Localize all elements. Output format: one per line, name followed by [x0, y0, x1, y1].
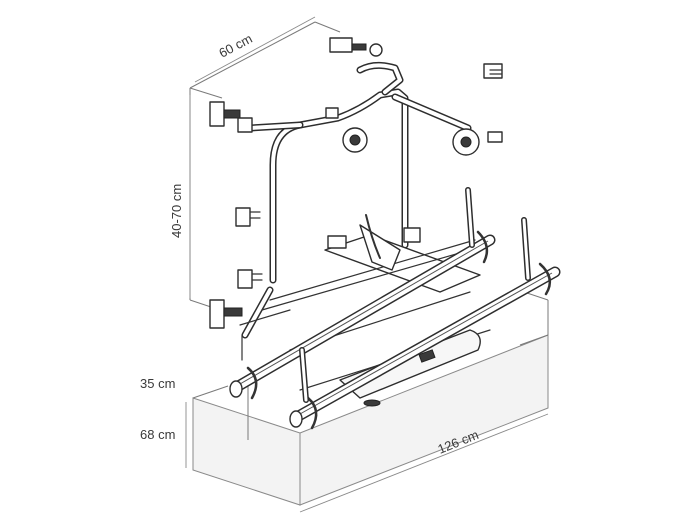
- wheel-strap-back-left: [246, 366, 258, 400]
- wall-mount-top-left: [209, 101, 253, 133]
- wall-mount-top-right: [329, 37, 383, 57]
- carrier-frame: [241, 61, 472, 339]
- wall-mount-bracket-lower: [237, 269, 263, 289]
- wheel-rail-front: [289, 266, 561, 424]
- left-side-bracket: [239, 235, 347, 361]
- wheel-strap-front-left: [306, 396, 318, 430]
- depth-dimension-line: [194, 16, 316, 83]
- wheel-post-front: [521, 217, 531, 281]
- wheel-post-back: [465, 187, 475, 248]
- depth-label: 60 cm: [216, 31, 254, 61]
- envelope-top-front-edge: [189, 87, 223, 99]
- total-height-label: 68 cm: [140, 427, 175, 442]
- envelope-top-back-edge: [189, 21, 316, 89]
- wall-mount-bracket-middle: [235, 207, 261, 227]
- height-range-label: 40-70 cm: [169, 184, 184, 238]
- envelope-front-face: [192, 397, 301, 506]
- frame-holder-right: [452, 128, 503, 156]
- envelope-right-face: [299, 334, 549, 506]
- frame-holder-left: [325, 107, 368, 153]
- base-clearance-label: 35 cm: [140, 376, 175, 391]
- wheel-rail-back: [229, 234, 496, 394]
- wall-mount-lower-left: [209, 299, 243, 329]
- dimension-lines: [185, 16, 549, 513]
- base-platform: [261, 234, 491, 399]
- envelope-right-top-edge: [519, 334, 549, 346]
- wheel-strap-front-right: [538, 262, 552, 296]
- width-dimension-line: [299, 413, 549, 513]
- envelope-top-side-edge: [314, 21, 341, 33]
- loose-bracket-part: [483, 63, 503, 79]
- envelope-lower-top-edge: [192, 385, 229, 399]
- center-holder: [359, 214, 421, 271]
- wheel-post-left: [299, 347, 309, 403]
- wheel-strap-back-right: [476, 230, 489, 264]
- rail-end-caps: [229, 380, 381, 428]
